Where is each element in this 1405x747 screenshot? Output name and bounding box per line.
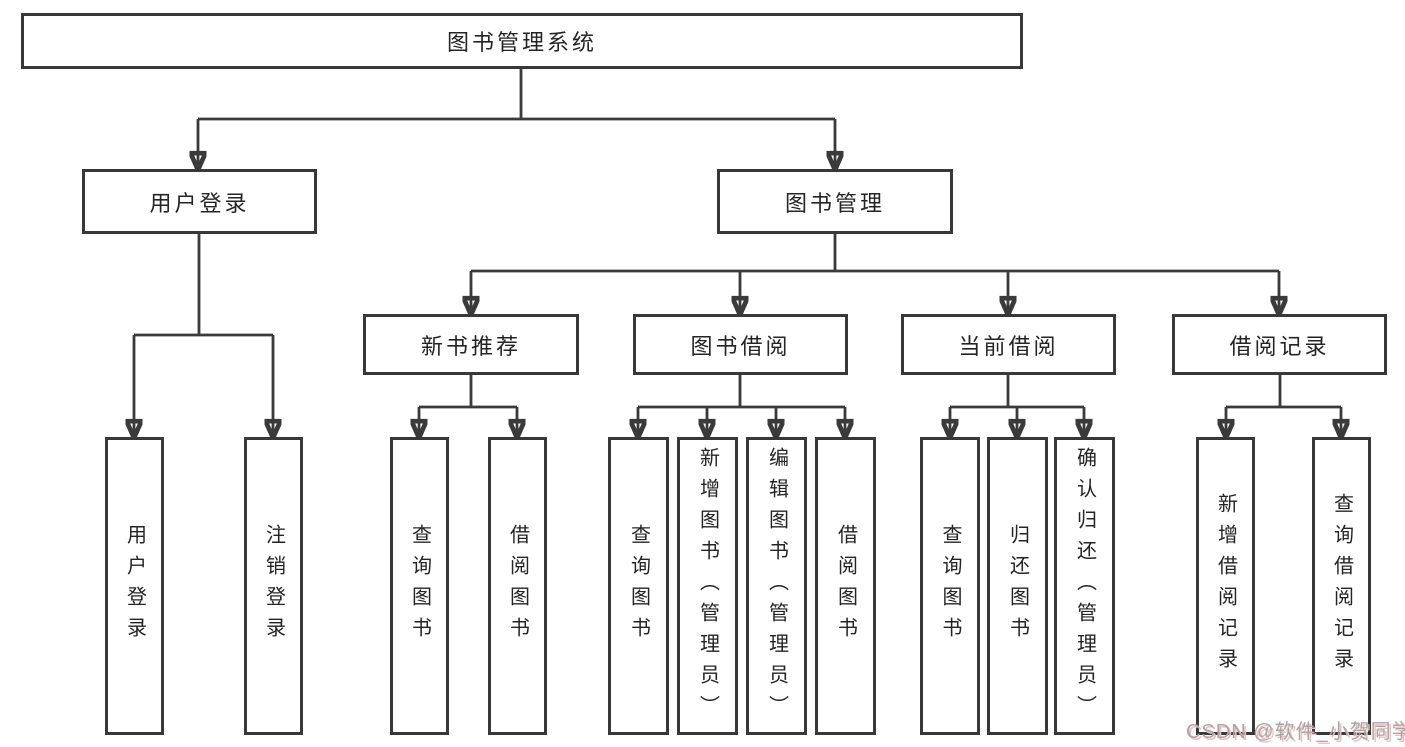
leaf-borrow-edit-books-admin: 编辑图书（管理员） [746,437,807,735]
connector-borrow-records-to-leaves [1226,375,1341,438]
leaf-borrow-query-books: 查询图书 [608,437,669,735]
leaf-label: 查询图书 [408,524,431,648]
leaf-current-confirm-return-admin: 确认归还（管理员） [1054,437,1115,735]
node-library-management-system: 图书管理系统 [21,13,1023,69]
leaf-borrow-add-books-admin: 新增图书（管理员） [677,437,738,735]
node-book-management: 图书管理 [717,169,953,234]
leaf-label: 查询借阅记录 [1330,493,1353,679]
leaf-label: 新增图书（管理员） [696,446,719,726]
leaf-label: 注销登录 [262,524,285,648]
node-current-borrowing: 当前借阅 [901,314,1116,375]
node-label: 用户登录 [149,190,250,216]
connector-book-mgmt-to-level3 [471,234,1279,315]
leaf-logout: 注销登录 [244,437,303,735]
node-label: 当前借阅 [958,333,1059,359]
node-label: 新书推荐 [420,333,521,359]
leaf-label: 新增借阅记录 [1214,493,1237,679]
leaf-current-query-books: 查询图书 [920,437,980,735]
node-book-borrowing: 图书借阅 [633,314,848,375]
leaf-label: 借阅图书 [506,524,529,648]
leaf-label: 归还图书 [1006,524,1029,648]
csdn-watermark: CSDN @软件_小贺同学 [1186,721,1405,743]
leaf-user-login: 用户登录 [105,437,164,735]
connector-user-login-to-leaves [134,234,273,438]
connector-new-book-rec-to-leaves [419,375,517,438]
connector-root-to-level2 [198,69,835,170]
leaf-borrow-borrow-books: 借阅图书 [815,437,876,735]
leaf-label: 查询图书 [627,524,650,648]
node-label: 图书管理系统 [446,30,597,55]
connector-book-borrow-to-leaves [638,375,845,438]
node-new-book-recommendation: 新书推荐 [363,314,579,375]
node-label: 图书管理 [784,190,885,216]
leaf-label: 查询图书 [939,524,961,648]
leaf-label: 用户登录 [123,524,146,648]
leaf-rec-borrow-books: 借阅图书 [488,437,547,735]
leaf-records-add-record: 新增借阅记录 [1196,437,1255,735]
leaf-current-return-books: 归还图书 [987,437,1048,735]
connector-current-borrow-to-leaves [950,375,1084,438]
leaf-rec-query-books: 查询图书 [390,437,449,735]
node-user-login: 用户登录 [82,169,317,234]
node-label: 图书借阅 [690,333,791,359]
leaf-records-query-record: 查询借阅记录 [1312,437,1371,735]
leaf-label: 编辑图书（管理员） [765,446,788,726]
node-label: 借阅记录 [1229,333,1330,359]
leaf-label: 借阅图书 [834,524,857,648]
leaf-label: 确认归还（管理员） [1073,446,1096,726]
node-borrowing-records: 借阅记录 [1172,314,1387,375]
